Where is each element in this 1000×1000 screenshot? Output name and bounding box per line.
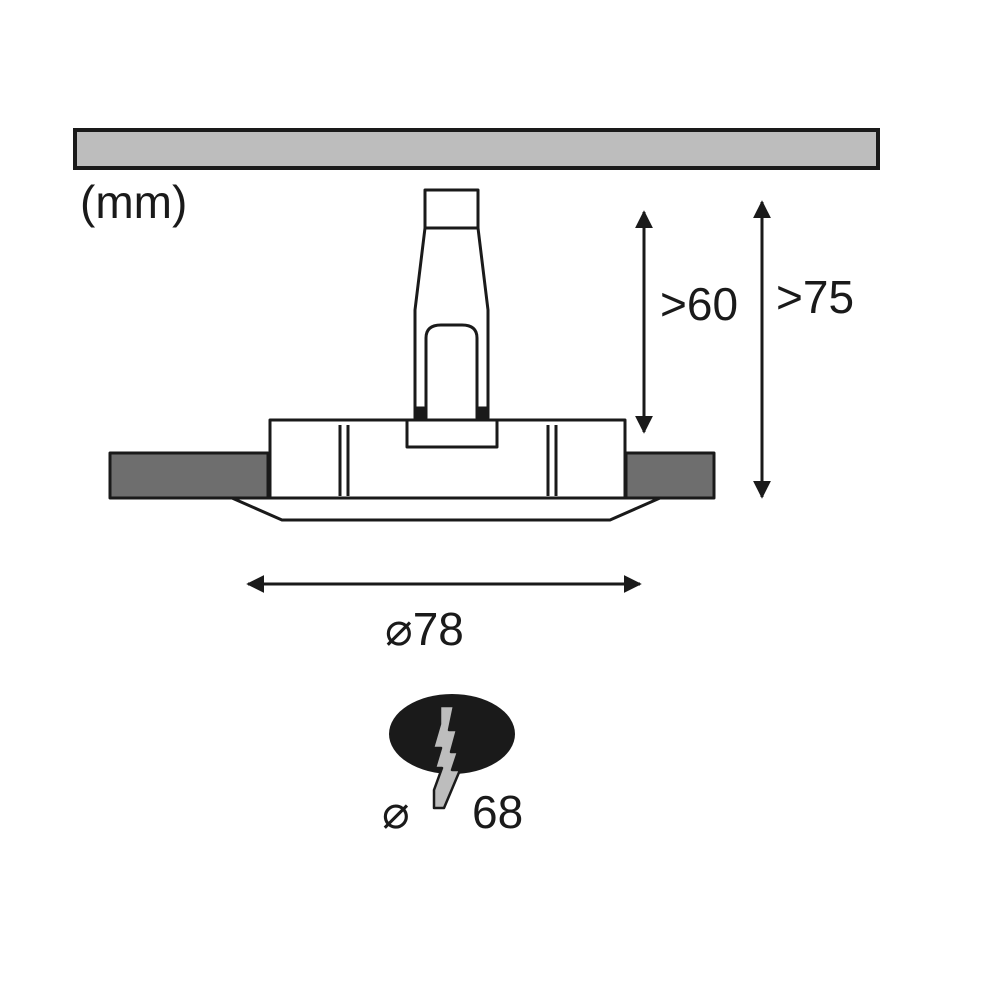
spring-clip: [413, 188, 490, 420]
lightning-bolt-icon: [431, 704, 462, 810]
recessed-luminaire-icon: [108, 188, 716, 522]
clip-base: [405, 418, 499, 449]
ceiling-slab: [73, 128, 880, 170]
cutout-value: 68: [472, 786, 523, 838]
unit-label: (mm): [80, 176, 187, 228]
ceiling-panel-left: [108, 451, 270, 500]
diameter-outer-label: ⌀78: [385, 603, 464, 655]
depth-min-label: >60: [660, 278, 738, 330]
clip-rivet-right: [477, 406, 489, 422]
depth-total-label: >75: [776, 271, 854, 323]
ceiling-panel-right: [624, 451, 716, 500]
clip-rivet-left: [414, 406, 426, 422]
cutout-symbol: ⌀: [382, 786, 410, 838]
bezel-ring: [230, 496, 662, 522]
